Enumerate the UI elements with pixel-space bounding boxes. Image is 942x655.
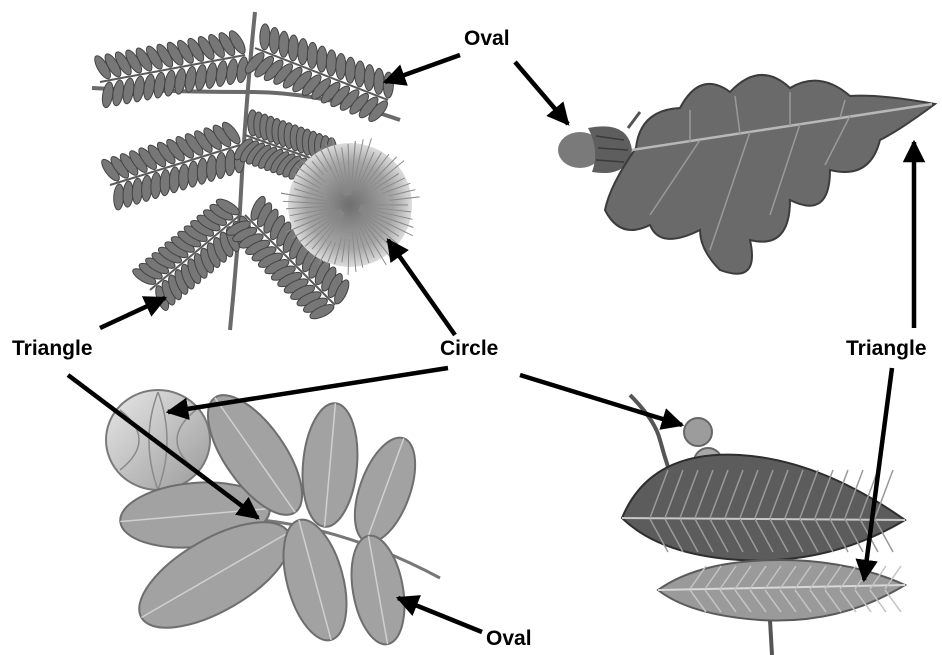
label-circle: Circle	[440, 338, 498, 359]
arrow-oval-bottom-to-hickory-leaflet	[398, 598, 482, 632]
label-triangle-right: Triangle	[846, 338, 927, 359]
arrow-circle-to-hickory-nut	[168, 368, 448, 412]
arrow-oval-top-to-mimosa-leaflet	[385, 55, 460, 82]
arrow-triangle-right-to-elm-leaf	[864, 368, 892, 580]
arrow-oval-top-to-acorn	[515, 62, 568, 124]
arrow-triangle-left-to-mimosa-leaf	[100, 298, 165, 328]
lobed-leaf-icon	[605, 75, 935, 274]
arrow-circle-to-elm-bud	[520, 375, 682, 425]
label-triangle-left: Triangle	[12, 338, 93, 359]
serrated-leaf-icon	[622, 455, 905, 655]
label-oval-bottom: Oval	[486, 628, 532, 649]
arrow-circle-to-puffball	[388, 240, 455, 335]
label-oval-top: Oval	[464, 28, 510, 49]
